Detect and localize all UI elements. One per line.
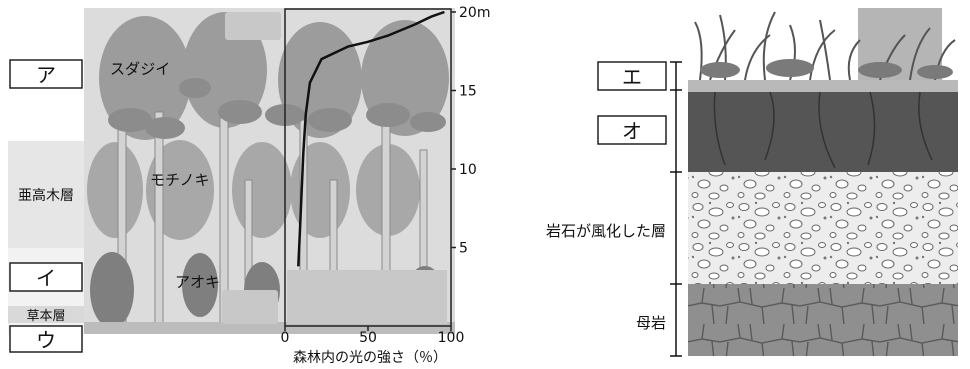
masked-region-chart: [287, 270, 447, 324]
layer-box-u: [9, 325, 83, 353]
subtree-layer-label: 亜高木層: [18, 187, 74, 204]
masked-region-bottom: [222, 290, 278, 324]
label-mochinoki: モチノキ: [150, 171, 210, 189]
soil-panel: エ オ 岩石が風化した層 母岩: [546, 8, 958, 357]
y-tick-label: 10: [459, 162, 477, 178]
x-tick-label: 0: [281, 330, 290, 346]
layer-a-label: ア: [36, 63, 56, 87]
light-chart: 5 10 15 20m 0 50 100: [281, 5, 491, 346]
layer-box-i: [9, 262, 83, 292]
layer-box-a: [9, 59, 83, 89]
layer-i-label: イ: [36, 266, 56, 290]
layer-u-label: ウ: [36, 328, 56, 352]
humus-layer: [688, 92, 958, 172]
chart-x-axis-label: 森林内の光の強さ（％）: [293, 350, 447, 366]
bedrock-label: 母岩: [636, 314, 666, 332]
forest-panel: 5 10 15 20m 0 50 100 スダジイ モチノキ アオキ ア 亜高木層 イ 草本…: [8, 5, 490, 366]
x-tick-label: 100: [438, 330, 465, 346]
bedrock-layer: [688, 284, 958, 356]
depth-bracket: [670, 61, 682, 357]
litter-layer: [688, 80, 958, 92]
y-tick-label: 15: [459, 84, 477, 100]
soil-o-label: オ: [622, 119, 642, 143]
y-tick-label: 5: [459, 241, 468, 257]
weathered-rock-layer: [688, 172, 958, 284]
y-tick-label: 20m: [459, 5, 490, 21]
label-sudajii: スダジイ: [110, 60, 170, 78]
masked-region-top: [225, 12, 281, 40]
label-aoki: アオキ: [175, 273, 220, 291]
herb-layer-label: 草本層: [26, 309, 65, 324]
tree-canopy-layer: [84, 12, 455, 334]
soil-box-e: [597, 61, 667, 91]
soil-e-label: エ: [622, 65, 642, 89]
x-tick-label: 50: [359, 330, 377, 346]
weathered-rock-label: 岩石が風化した層: [546, 222, 666, 240]
light-intensity-line: [297, 10, 445, 267]
soil-box-o: [597, 115, 667, 145]
